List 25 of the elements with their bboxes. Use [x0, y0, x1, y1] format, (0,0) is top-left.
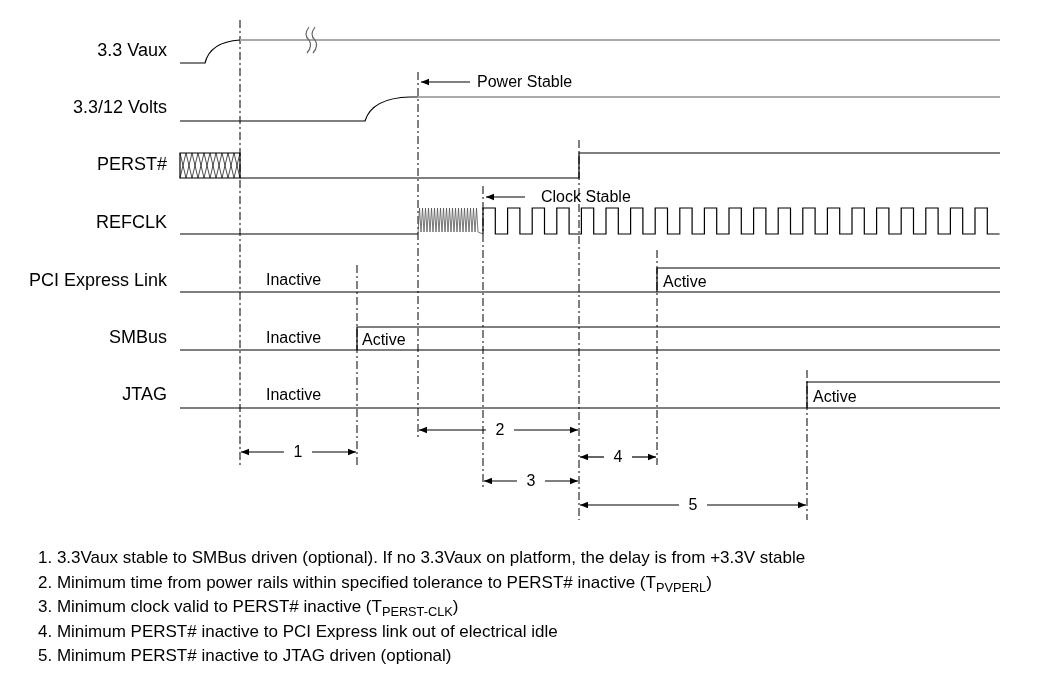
signal-name: 3.3/12 Volts	[72, 98, 167, 116]
dimension-number: 2	[495, 422, 505, 438]
state-label: Active	[362, 332, 406, 348]
annotation-text: Clock Stable	[541, 189, 631, 205]
footnote: 2. Minimum time from power rails within specified tolerance to PERST# inactive (T$_{PVPERL}$)	[38, 571, 713, 595]
annotation-text: Power Stable	[477, 74, 573, 90]
signal-name: 3.3 Vaux	[97, 41, 167, 59]
signal-name: PERST#	[96, 155, 167, 173]
footnote: 1. 3.3Vaux stable to SMBus driven (optional). If no 3.3Vaux on platform, the delay is from +3.3V stable	[38, 547, 806, 569]
state-label: Inactive	[266, 387, 322, 403]
footnote: 3. Minimum clock valid to PERST# inactive (T$_{PERST-CLK}$)	[38, 596, 460, 620]
signal-name: PCI Express Link	[28, 271, 167, 289]
state-label: Inactive	[266, 330, 322, 346]
dimension-number: 4	[613, 449, 623, 465]
signal-name: SMBus	[108, 328, 167, 346]
footnote: 4. Minimum PERST# inactive to PCI Express link out of electrical idle	[38, 620, 559, 643]
dimension-number: 5	[688, 497, 698, 513]
footnote: 5. Minimum PERST# inactive to JTAG driven (optional)	[38, 645, 453, 667]
state-label: Active	[813, 389, 857, 405]
signal-name: REFCLK	[96, 213, 167, 231]
dimension-number: 3	[526, 473, 536, 489]
signal-name: JTAG	[122, 385, 167, 403]
dimension-number: 1	[293, 444, 303, 460]
state-label: Active	[663, 274, 707, 290]
state-label: Inactive	[266, 272, 322, 288]
